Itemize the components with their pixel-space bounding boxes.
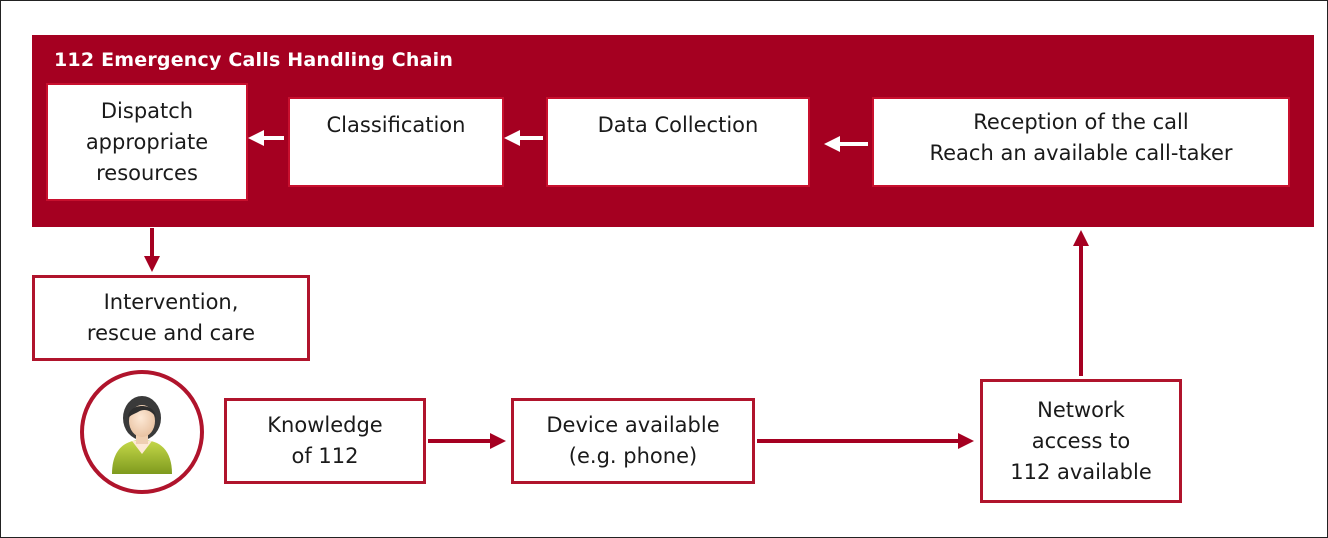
- knowledge-label: Knowledge of 112: [267, 413, 383, 468]
- knowledge-box: Knowledge of 112: [224, 398, 426, 484]
- dispatch-label: Dispatch appropriate resources: [85, 98, 209, 185]
- intervention-label: Intervention, rescue and care: [86, 290, 256, 345]
- network-label: Network access to 112 available: [1010, 397, 1152, 484]
- data-collection-box: Data Collection: [548, 99, 808, 185]
- device-label: Device available (e.g. phone): [546, 413, 720, 468]
- intervention-box: Intervention, rescue and care: [32, 275, 310, 361]
- person-circle: [80, 370, 204, 494]
- classification-label: Classification: [326, 112, 466, 137]
- network-box: Network access to 112 available: [980, 379, 1182, 503]
- classification-box: Classification: [290, 99, 502, 185]
- reception-label: Reception of the call Reach an available…: [929, 110, 1233, 165]
- device-box: Device available (e.g. phone): [511, 398, 755, 484]
- diagram-title: 112 Emergency Calls Handling Chain: [54, 49, 454, 71]
- data-collection-label: Data Collection: [597, 112, 759, 137]
- dispatch-box: Dispatch appropriate resources: [48, 85, 246, 199]
- person-icon: [112, 396, 172, 474]
- reception-box: Reception of the call Reach an available…: [874, 99, 1288, 185]
